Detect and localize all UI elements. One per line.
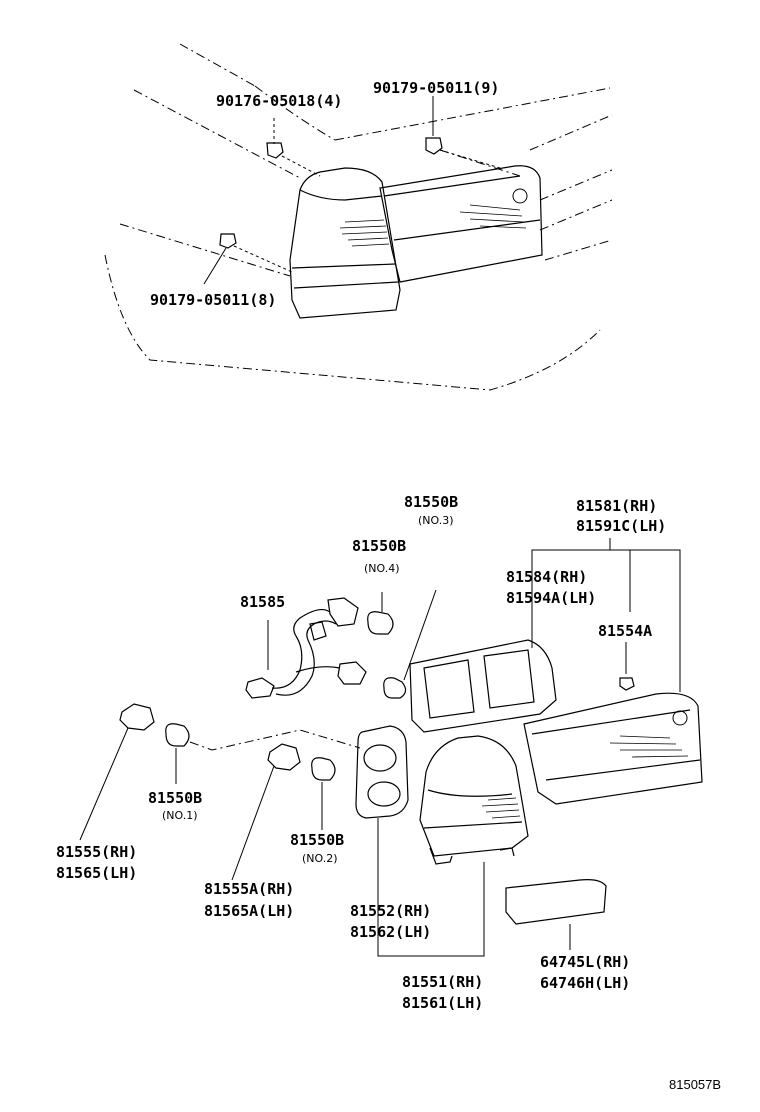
bulb-no3 [383, 589, 437, 699]
socket-route-line [189, 729, 361, 751]
label-90176-05018: 90176-05018(4) [216, 92, 342, 110]
label-64745L-rh: 64745L(RH) [540, 953, 630, 971]
note-no4: (NO.4) [364, 562, 400, 575]
lamp-garnish-81581 [523, 692, 703, 805]
label-81550B-no1: 81550B [148, 789, 202, 807]
lamp-housing-81584 [409, 549, 681, 733]
label-81555A-rh: 81555A(RH) [204, 880, 294, 898]
label-81581-rh: 81581(RH) [576, 497, 657, 515]
label-90179-05011-9: 90179-05011(9) [373, 79, 499, 97]
figure-code: 815057B [669, 1077, 721, 1092]
socket-81555A [231, 743, 301, 881]
label-81550B-no2: 81550B [290, 831, 344, 849]
note-no3: (NO.3) [418, 514, 454, 527]
label-81565-lh: 81565(LH) [56, 864, 137, 882]
reflector-64745L [505, 879, 607, 950]
bulb-no2 [311, 757, 336, 830]
lamp-lens-body-81551 [419, 735, 529, 865]
label-81562-lh: 81562(LH) [350, 923, 431, 941]
wiring-socket-81585 [245, 597, 367, 699]
label-81594A-lh: 81594A(LH) [506, 589, 596, 607]
label-81550B-no4: 81550B [352, 537, 406, 555]
label-81554A: 81554A [598, 622, 652, 640]
label-81591C-lh: 81591C(LH) [576, 517, 666, 535]
bulb-no4 [367, 592, 394, 635]
label-81552-rh: 81552(RH) [350, 902, 431, 920]
label-81584-rh: 81584(RH) [506, 568, 587, 586]
note-no1: (NO.1) [162, 809, 198, 822]
label-81550B-no3: 81550B [404, 493, 458, 511]
nut-90179-05011-bottom [203, 233, 293, 285]
label-81561-lh: 81561(LH) [402, 994, 483, 1012]
note-no2: (NO.2) [302, 852, 338, 865]
rear-lamp-garnish-installed [379, 165, 543, 283]
label-81555-rh: 81555(RH) [56, 843, 137, 861]
nut-81554A [619, 550, 635, 691]
bulb-no1 [165, 723, 190, 784]
label-90179-05011-8: 90179-05011(8) [150, 291, 276, 309]
vehicle-rear-body [104, 43, 613, 391]
nut-90176-05018 [266, 118, 321, 177]
label-81565A-lh: 81565A(LH) [204, 902, 294, 920]
gasket-81552 [355, 725, 485, 957]
socket-81555 [79, 703, 155, 841]
label-64746H-lh: 64746H(LH) [540, 974, 630, 992]
label-81585: 81585 [240, 593, 285, 611]
nut-90179-05011-top [425, 96, 501, 169]
label-81551-rh: 81551(RH) [402, 973, 483, 991]
rear-combination-lamp-installed [289, 167, 401, 319]
